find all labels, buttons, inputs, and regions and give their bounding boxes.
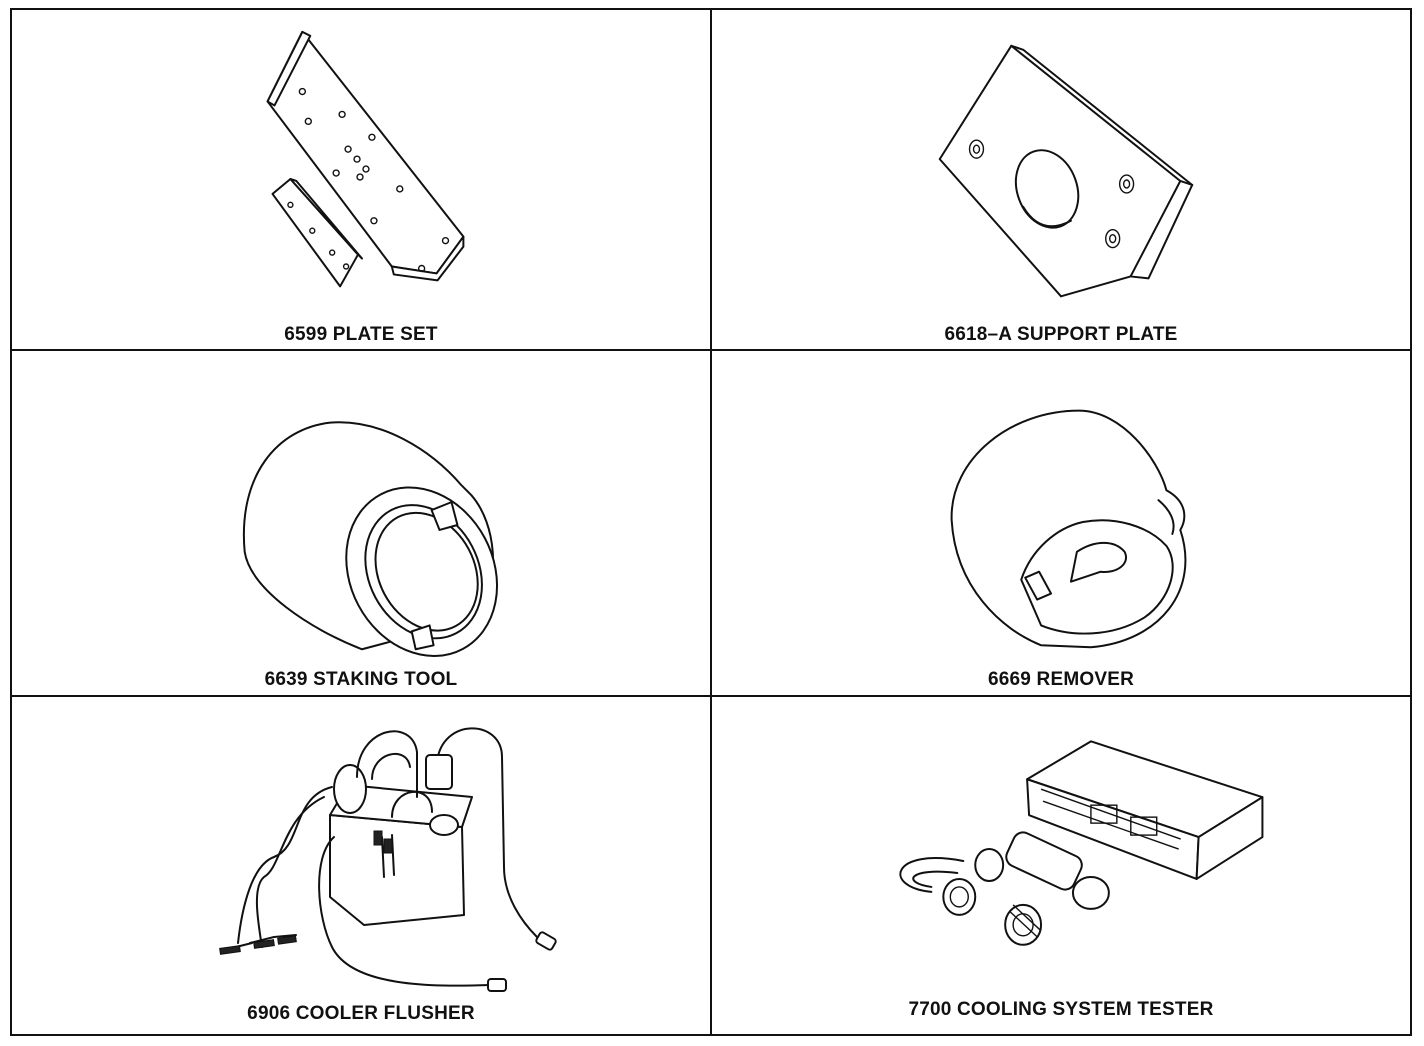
- plate-set-icon: [266, 30, 465, 288]
- tool-cell-cooling-system-tester: 7700 COOLING SYSTEM TESTER: [710, 697, 1410, 1034]
- tool-grid: 6599 PLATE SET 6618–A SUPPORT PLATE: [12, 10, 1410, 1034]
- tool-chart: 6599 PLATE SET 6618–A SUPPORT PLATE: [10, 8, 1412, 1036]
- tool-caption: 6618–A SUPPORT PLATE: [944, 324, 1178, 345]
- tool-caption: 6669 REMOVER: [987, 669, 1134, 690]
- tool-caption: 7700 COOLING SYSTEM TESTER: [908, 999, 1214, 1020]
- cooler-flusher-icon: [219, 727, 557, 992]
- tool-caption: 6599 PLATE SET: [284, 324, 438, 345]
- support-plate-icon: [938, 44, 1194, 298]
- staking-tool-icon: [242, 421, 499, 657]
- tool-cell-staking-tool: 6639 STAKING TOOL: [12, 351, 710, 697]
- tool-cell-support-plate: 6618–A SUPPORT PLATE: [710, 10, 1410, 351]
- tool-caption: 6639 STAKING TOOL: [264, 669, 458, 690]
- remover-icon: [950, 409, 1187, 649]
- tool-caption: 6906 COOLER FLUSHER: [247, 1003, 475, 1024]
- tool-cell-remover: 6669 REMOVER: [710, 351, 1410, 697]
- cooling-system-tester-icon: [899, 740, 1264, 946]
- tool-cell-cooler-flusher: 6906 COOLER FLUSHER: [12, 697, 710, 1034]
- tool-cell-plate-set: 6599 PLATE SET: [12, 10, 710, 351]
